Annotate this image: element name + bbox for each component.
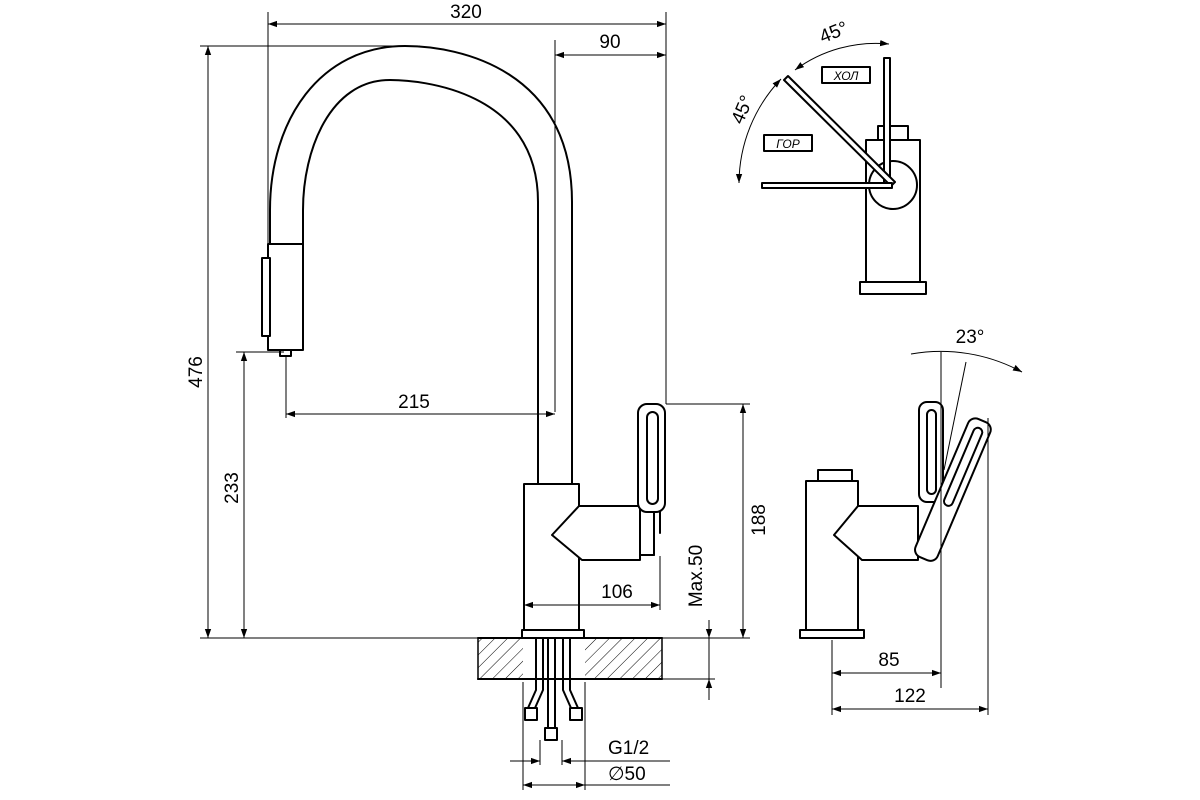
dim-handle-height-label: 188	[749, 504, 770, 536]
dim-body-length-label: 122	[894, 686, 926, 707]
dim-max-counter-label: Max.50	[686, 545, 707, 607]
dimension-lines	[204, 20, 747, 789]
angle-top-label: 45°	[817, 18, 852, 48]
label-hot: ГОР	[776, 137, 799, 151]
dim-width-label: 320	[450, 2, 482, 23]
front-view: 320 90 476 233 215 188 106 Max.50 G1/2 ∅…	[186, 2, 770, 790]
top-view: 45° 45° ХОЛ ГОР	[728, 18, 927, 295]
dim-body-depth-label: 106	[601, 582, 633, 603]
dim-thread-label: G1/2	[608, 738, 649, 759]
side-view: 23° 85 122	[799, 327, 1023, 715]
base-plate	[521, 629, 585, 639]
spout	[261, 45, 573, 485]
dim-spout-offset-label: 90	[599, 32, 620, 53]
angle-left-label: 45°	[728, 93, 759, 128]
handle-position-cold	[783, 75, 896, 187]
dim-reach-label: 215	[398, 392, 430, 413]
extension-lines	[200, 12, 750, 790]
label-cold: ХОЛ	[833, 69, 860, 83]
dim-outlet-height-label: 233	[222, 472, 243, 504]
handle-position-center	[883, 57, 891, 187]
dim-handle-offset-label: 85	[878, 650, 899, 671]
supply-hoses	[524, 637, 583, 741]
handle-position-hot	[761, 182, 893, 189]
angle-tilt-label: 23°	[956, 327, 985, 348]
lever-handle	[637, 403, 666, 513]
dim-total-height-label: 476	[186, 356, 207, 388]
dim-diameter-label: ∅50	[608, 764, 646, 785]
